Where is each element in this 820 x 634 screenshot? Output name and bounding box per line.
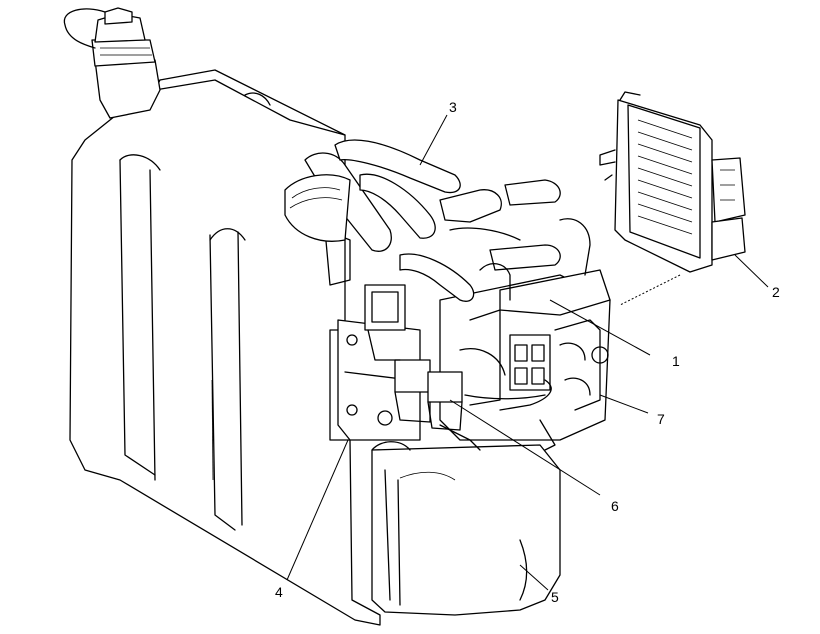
- piping-detail: [439, 218, 591, 451]
- leader-2: [734, 254, 769, 288]
- pump-module: [439, 269, 611, 441]
- filler-neck: [63, 7, 161, 119]
- mounting-bracket: [337, 319, 421, 441]
- callout-2: 2: [772, 284, 780, 300]
- control-unit: [599, 91, 746, 273]
- callout-3: 3: [449, 99, 457, 115]
- callout-6: 6: [611, 498, 619, 514]
- valve-blocks: [364, 284, 463, 431]
- leader-6: [449, 399, 601, 496]
- leader-3: [419, 114, 448, 166]
- leader-5: [519, 564, 549, 591]
- callout-4: 4: [275, 584, 283, 600]
- tank-body: [69, 69, 381, 626]
- leader-7: [599, 394, 649, 414]
- leader-4: [286, 439, 349, 581]
- leader-1: [549, 299, 651, 356]
- callout-7: 7: [657, 411, 665, 427]
- leader-2b: [619, 274, 681, 306]
- lower-container: [371, 441, 561, 616]
- coolant-hoses: [284, 139, 561, 302]
- callout-5: 5: [551, 589, 559, 605]
- leader-lines: [286, 114, 769, 591]
- callout-1: 1: [672, 353, 680, 369]
- callout-labels: 1 2 3 4 5 6 7: [275, 99, 780, 605]
